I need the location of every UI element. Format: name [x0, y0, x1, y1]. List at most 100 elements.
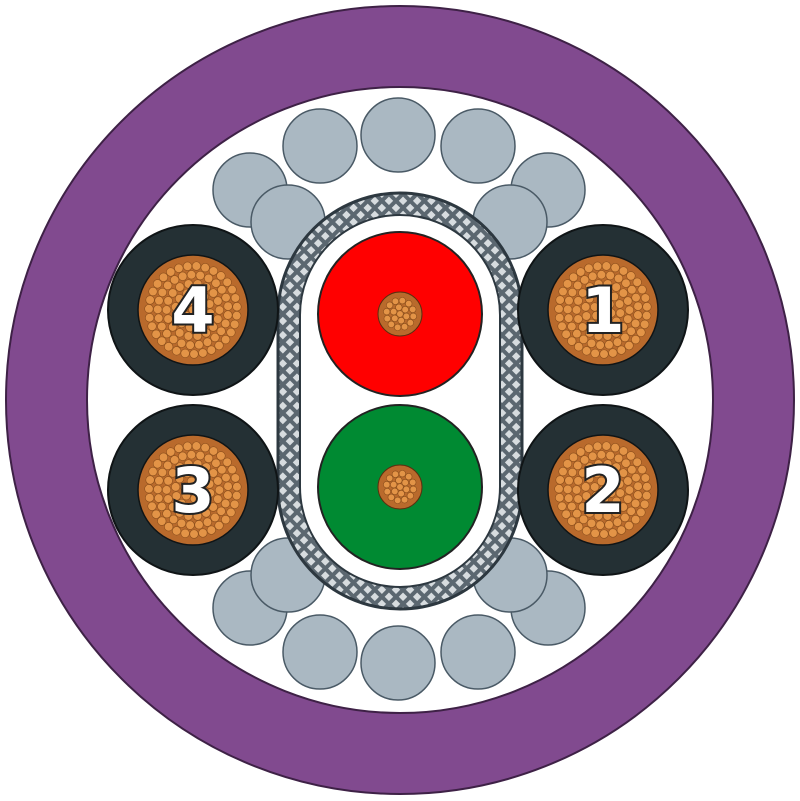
copper-strand	[592, 441, 603, 451]
copper-strand	[567, 321, 577, 332]
copper-strand	[154, 493, 164, 503]
copper-strand	[213, 494, 223, 504]
copper-strand	[618, 288, 628, 298]
copper-strand	[606, 488, 616, 498]
copper-strand	[608, 528, 618, 538]
copper-strand	[572, 509, 582, 519]
copper-strand	[171, 526, 182, 536]
copper-strand	[171, 311, 182, 321]
copper-strand	[633, 301, 643, 311]
copper-strand	[401, 479, 409, 487]
copper-strand	[185, 340, 195, 350]
copper-strand	[590, 348, 600, 358]
copper-strand	[208, 502, 218, 512]
copper-strand	[626, 506, 636, 516]
copper-strand	[186, 296, 197, 306]
copper-strand	[383, 308, 391, 316]
copper-strand	[630, 498, 641, 509]
copper-strand	[395, 303, 403, 311]
copper-strand	[624, 520, 634, 531]
copper-strand	[576, 267, 586, 277]
copper-strand	[585, 328, 595, 338]
copper-strand	[593, 279, 604, 289]
copper-strand	[201, 328, 211, 338]
copper-strand	[221, 473, 231, 483]
copper-strand	[230, 293, 240, 303]
copper-strand	[581, 482, 591, 492]
copper-strand	[230, 499, 240, 509]
copper-strand	[390, 481, 398, 489]
copper-strand	[175, 462, 185, 472]
copper-strand	[623, 296, 633, 306]
copper-strand	[613, 273, 624, 283]
copper-strand	[618, 266, 629, 276]
copper-strand	[144, 484, 154, 494]
copper-strand	[580, 275, 590, 285]
copper-strand	[208, 288, 218, 298]
copper-strand	[195, 270, 205, 281]
copper-strand	[154, 476, 164, 486]
copper-strand	[180, 528, 190, 538]
copper-strand	[409, 305, 417, 314]
copper-strand	[567, 516, 577, 526]
copper-strand	[605, 479, 615, 489]
copper-strand	[587, 498, 597, 509]
filler-strand	[440, 108, 516, 184]
copper-strand	[581, 346, 592, 356]
copper-strand	[193, 459, 203, 469]
copper-strand	[208, 446, 219, 456]
copper-strand	[623, 314, 633, 324]
copper-strand	[157, 501, 167, 512]
copper-strand	[588, 271, 598, 281]
copper-strand	[615, 308, 625, 318]
copper-strand	[223, 301, 233, 311]
copper-strand	[191, 261, 202, 271]
copper-strand	[568, 272, 579, 282]
copper-strand	[409, 478, 417, 487]
copper-strand	[610, 263, 620, 273]
copper-strand	[590, 528, 600, 538]
copper-strand	[584, 474, 595, 484]
copper-strand	[561, 509, 571, 519]
copper-strand	[591, 311, 601, 321]
copper-strand	[177, 318, 187, 329]
copper-strand	[383, 315, 391, 323]
copper-strand	[183, 459, 194, 469]
copper-strand	[178, 271, 188, 281]
copper-strand	[409, 485, 417, 493]
copper-strand	[592, 468, 602, 479]
copper-strand	[574, 342, 584, 352]
copper-strand	[636, 327, 646, 338]
copper-strand	[586, 518, 597, 528]
copper-strand	[144, 304, 154, 314]
copper-strand	[572, 329, 582, 339]
copper-strand	[612, 517, 623, 527]
copper-strand	[595, 520, 605, 530]
copper-strand	[555, 295, 565, 305]
copper-strand	[171, 302, 181, 312]
copper-strand	[391, 487, 399, 495]
copper-strand	[557, 321, 567, 331]
copper-strand	[578, 334, 589, 345]
copper-strand	[595, 502, 605, 512]
copper-strand	[213, 476, 223, 486]
copper-strand	[232, 491, 242, 501]
copper-strand	[588, 451, 598, 461]
copper-strand	[157, 287, 168, 298]
copper-strand	[206, 345, 216, 355]
copper-strand	[573, 280, 583, 291]
copper-strand	[610, 443, 620, 453]
copper-strand	[558, 286, 568, 297]
copper-strand	[574, 522, 584, 532]
copper-strand	[195, 479, 205, 489]
filler-strand	[360, 625, 436, 701]
copper-strand	[636, 507, 646, 518]
copper-strand	[624, 305, 635, 315]
copper-strand	[220, 318, 231, 329]
copper-strand	[226, 327, 236, 338]
copper-strand	[584, 294, 595, 304]
copper-strand	[640, 293, 651, 303]
copper-strand	[227, 465, 237, 475]
copper-strand	[208, 266, 219, 276]
